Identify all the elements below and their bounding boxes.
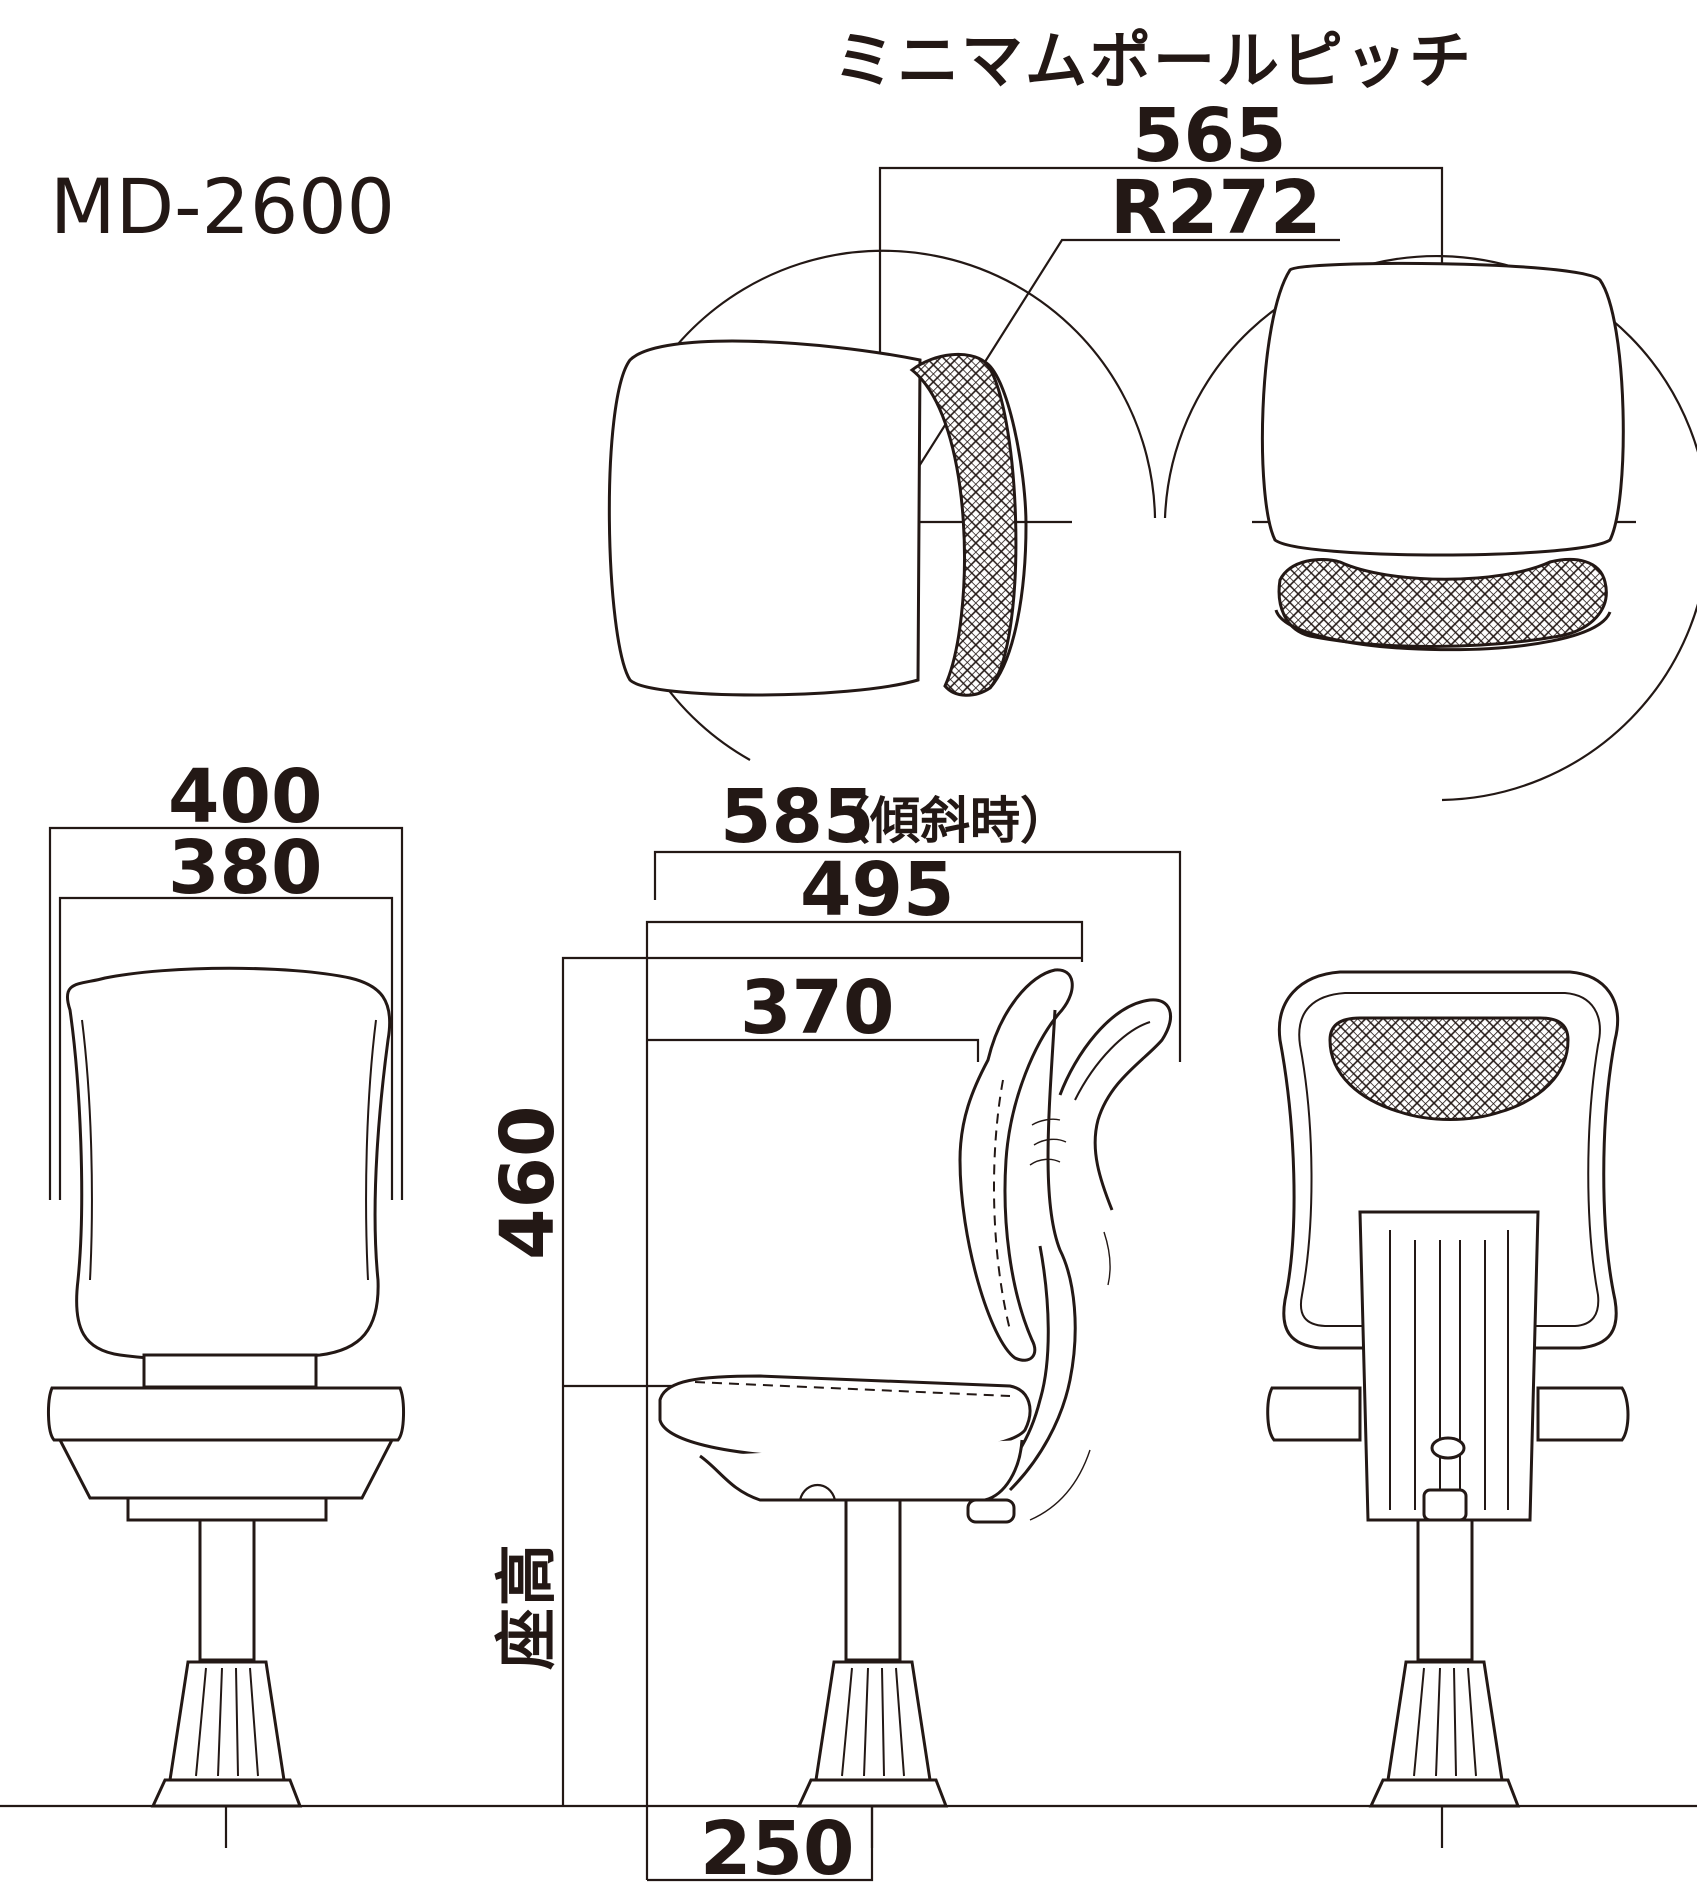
depth-585-dimension [653,850,1182,1062]
pole-offset-value: 250 [700,1806,854,1892]
rear-base-foot [1368,1778,1521,1808]
front-seat [47,1386,405,1442]
radius-leader-line [879,238,1340,529]
side-backrest-seam [992,1079,1011,1331]
rear-backrest-spine-ribs [1389,1230,1509,1510]
tilted-backrest-ghost [1058,998,1172,1211]
rear-backrest-spine [1358,1210,1540,1522]
side-base-foot [796,1778,949,1808]
front-seat-plate [126,1496,328,1522]
top-backrest-right-rim [1274,609,1612,652]
front-base-ribs [195,1667,259,1777]
rear-backrest-mesh [1328,1016,1570,1121]
rear-column [1416,1518,1474,1662]
rotation-circle-right [1163,254,1697,802]
rear-seat [1266,1386,1630,1442]
seat-depth-value: 370 [740,965,894,1051]
front-base-cone [168,1660,286,1782]
front-column [198,1518,256,1662]
tilt-motion-marks [1029,1118,1111,1521]
rear-base-ribs [1413,1667,1477,1777]
depth-495-dimension [645,920,1084,1880]
top-seat-left [607,339,922,697]
side-view [561,850,1182,1882]
pole-pitch-value: 565 [1132,93,1286,179]
width-380-dimension [58,896,394,1200]
side-seat-seam [694,1381,1011,1397]
top-backrest-left-rim [984,360,1028,689]
min-pole-pitch-title: ミニマムポールピッチ [833,24,1473,97]
model-number: MD-2600 [50,162,395,251]
top-view [607,166,1697,802]
rear-base-cone [1386,1660,1504,1782]
front-base-foot [150,1778,303,1808]
seat-height-label: 座高 [490,1542,563,1670]
seat-depth-370-dimension [647,1038,980,1062]
top-backrest-left [909,352,1018,697]
top-backrest-right [1277,558,1608,648]
top-seat-right [1260,261,1625,557]
rear-height-knob [1422,1488,1468,1522]
side-base-cone [814,1660,932,1782]
overall-width-value: 400 [168,754,322,840]
side-tilt-knob [966,1498,1016,1524]
depth-value: 495 [800,847,954,933]
rear-seat-button [1430,1436,1466,1460]
tilted-depth-note: （傾斜時） [820,792,1070,850]
rear-backrest-frame-inner [1298,992,1601,1327]
width-400-dimension [48,826,404,1200]
rear-view [1266,970,1630,1808]
front-backrest [66,966,392,1362]
front-backrest-stem [142,1353,318,1389]
front-backrest-inner [81,1019,377,1281]
tilted-backrest-ghost-inner [1074,1021,1151,1101]
side-seat-notch [798,1484,837,1501]
tilted-depth-value: 585 [720,774,874,860]
side-column [844,1498,902,1662]
rotation-radius-value: R272 [1110,165,1321,251]
front-seat-base [57,1438,395,1500]
side-backrest-support [1008,1009,1077,1492]
side-backrest [958,968,1074,1362]
side-base-ribs [841,1667,905,1777]
seat-height-value: 460 [485,1106,571,1260]
seat-width-value: 380 [168,825,322,911]
pole-offset-250-dimension [647,1806,874,1882]
front-view [47,826,405,1808]
